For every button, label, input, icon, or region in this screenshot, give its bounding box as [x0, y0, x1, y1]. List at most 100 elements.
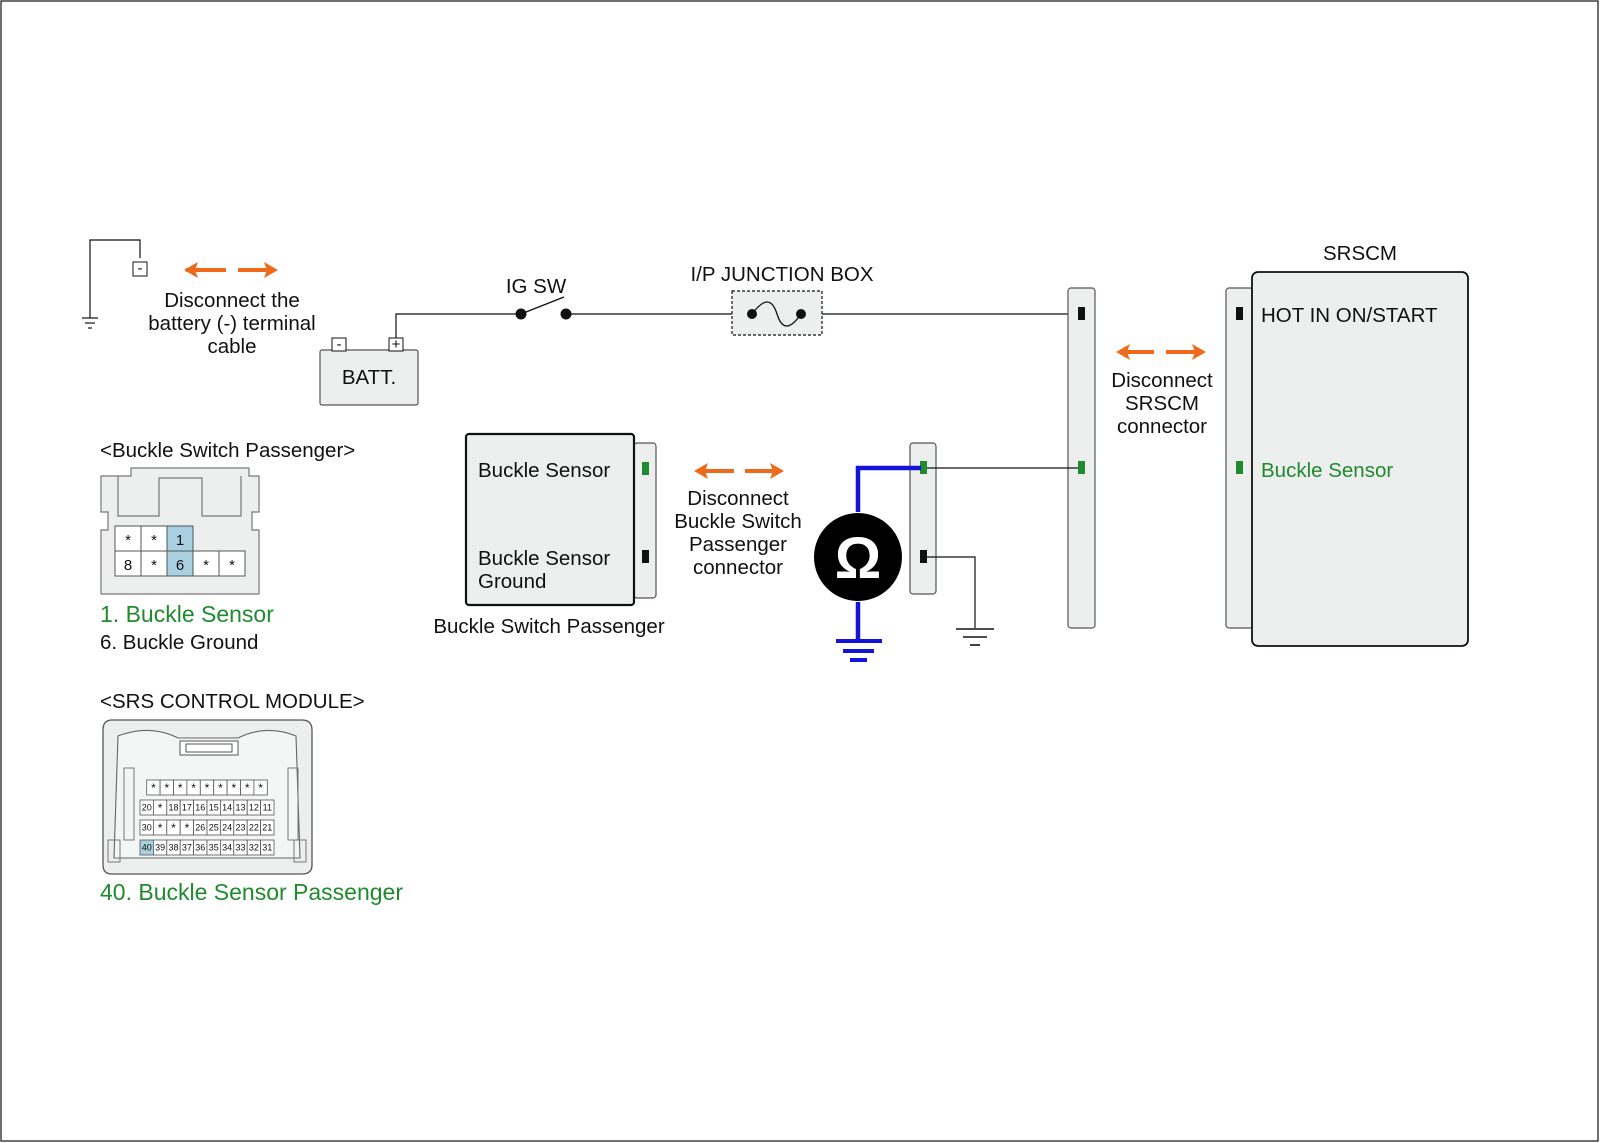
battery-instruction-line-3: cable [207, 335, 256, 358]
srs-pin-label: 22 [249, 823, 259, 833]
srs-pin-label: * [171, 821, 176, 835]
buckle-connector-face: * * 1 8 * 6 * * [100, 467, 260, 595]
battery-plus-terminal: + [392, 336, 401, 353]
srs-pin-label: 35 [209, 843, 219, 853]
srs-pin-label: 25 [209, 823, 219, 833]
srs-pin-cell [260, 839, 275, 856]
battery: - + BATT. [319, 336, 419, 406]
srs-pin-label: 15 [209, 803, 219, 813]
ip-junction-box: I/P JUNCTION BOX [690, 263, 874, 336]
srs-pin-label: * [178, 781, 183, 795]
buckle-ground-label-line-1: Buckle Sensor [478, 547, 610, 570]
srscm-title: SRSCM [1323, 242, 1397, 265]
srscm-disconnect-arrows [1116, 344, 1206, 360]
ignition-switch: IG SW [506, 275, 572, 320]
srs-pin-cell [253, 779, 268, 796]
srs-pin-label: 24 [222, 823, 232, 833]
srs-pin-label: 21 [262, 823, 272, 833]
srs-pin-label: 12 [249, 803, 259, 813]
buckle-pin-ground [642, 550, 649, 563]
srs-pin-label: 31 [262, 843, 272, 853]
buckle-instruction-line-4: connector [693, 556, 783, 579]
srs-connector-title: <SRS CONTROL MODULE> [100, 690, 365, 713]
buckle-switch-caption: Buckle Switch Passenger [433, 615, 664, 638]
srs-pin-label: 20 [142, 803, 152, 813]
buckle-pin-r1c3: 1 [176, 532, 184, 549]
ohmmeter-ground-icon [836, 639, 882, 662]
buckle-pin-r2c4: * [203, 557, 209, 574]
srscm-instruction-line-1: Disconnect [1111, 369, 1213, 392]
harness-buckle-pin-sensor [920, 461, 927, 474]
srscm-hot-label: HOT IN ON/START [1261, 304, 1438, 327]
srs-pin-note: 40. Buckle Sensor Passenger [100, 879, 403, 905]
ig-switch-label: IG SW [506, 275, 567, 298]
ohmmeter-probe-lead [855, 465, 921, 512]
buckle-disconnect-arrows [694, 463, 784, 479]
srs-pin-label: 40 [142, 843, 152, 853]
srs-pin-label: * [218, 781, 223, 795]
battery-instruction-line-2: battery (-) terminal [148, 312, 315, 335]
srscm-pin-hot [1236, 307, 1243, 320]
buckle-pin-r2c1: 8 [124, 557, 132, 574]
srs-pin-label: * [151, 781, 156, 795]
buckle-sensor-label: Buckle Sensor [478, 459, 610, 482]
battery-label: BATT. [342, 366, 396, 389]
buckle-pin-r2c5: * [229, 557, 235, 574]
battery-disconnect-arrows [184, 262, 278, 278]
srs-pin-label: 30 [142, 823, 152, 833]
battery-instruction-line-1: Disconnect the [164, 289, 300, 312]
battery-cable-terminal [132, 261, 148, 277]
buckle-pin-note-2: 6. Buckle Ground [100, 631, 258, 654]
junction-box-label: I/P JUNCTION BOX [690, 263, 873, 286]
srs-pin-label: * [231, 781, 236, 795]
buckle-switch-component: Buckle Sensor Buckle Sensor Ground Buckl… [433, 432, 665, 638]
srs-pin-label: 13 [235, 803, 245, 813]
srs-pin-label: 18 [168, 803, 178, 813]
srs-pin-cell [260, 819, 275, 836]
srs-pin-label: 14 [222, 803, 232, 813]
buckle-ground-label-line-2: Ground [478, 570, 546, 593]
srs-pin-label: 37 [182, 843, 192, 853]
srs-pin-label: 11 [263, 803, 272, 813]
srscm-pin-buckle [1236, 461, 1243, 474]
harness-buckle-pin-ground [920, 550, 927, 563]
srscm-buckle-label: Buckle Sensor [1261, 459, 1393, 482]
srs-pin-label: 34 [222, 843, 232, 853]
srs-pin-label: 36 [195, 843, 205, 853]
cable-minus-sign: - [138, 260, 143, 277]
srs-pin-label: * [258, 781, 263, 795]
srs-pin-label: * [205, 781, 210, 795]
srs-pin-label: * [158, 801, 163, 815]
buckle-pin-r1c2: * [151, 532, 157, 549]
srscm-instruction-line-2: SRSCM [1125, 392, 1199, 415]
srs-pin-label: * [158, 821, 163, 835]
srs-pin-label: * [191, 781, 196, 795]
srs-pin-label: 17 [182, 803, 192, 813]
srs-pin-label: 23 [235, 823, 245, 833]
buckle-instruction-line-1: Disconnect [687, 487, 789, 510]
srs-pin-label: 38 [168, 843, 178, 853]
ohm-symbol: Ω [835, 526, 882, 591]
srs-pin-label: * [245, 781, 250, 795]
supply-wire-to-ig [395, 313, 520, 338]
buckle-instruction-line-3: Passenger [689, 533, 787, 556]
srs-pin-label: 26 [195, 823, 205, 833]
harness-pin-hot [1078, 307, 1085, 320]
buckle-pin-sensor [642, 462, 649, 475]
battery-minus-terminal: - [337, 336, 342, 353]
fuse-icon [751, 301, 802, 327]
srscm-module: SRSCM HOT IN ON/START Buckle Sensor [1225, 242, 1469, 647]
srs-pin-label: * [185, 821, 190, 835]
srs-pin-label: 39 [155, 843, 165, 853]
buckle-pin-r1c1: * [125, 532, 131, 549]
buckle-harness-connector [909, 442, 937, 595]
buckle-pin-r2c2: * [151, 557, 157, 574]
ohmmeter-icon: Ω [814, 513, 902, 601]
srs-pin-label: 33 [235, 843, 245, 853]
buckle-connector-title: <Buckle Switch Passenger> [100, 439, 355, 462]
